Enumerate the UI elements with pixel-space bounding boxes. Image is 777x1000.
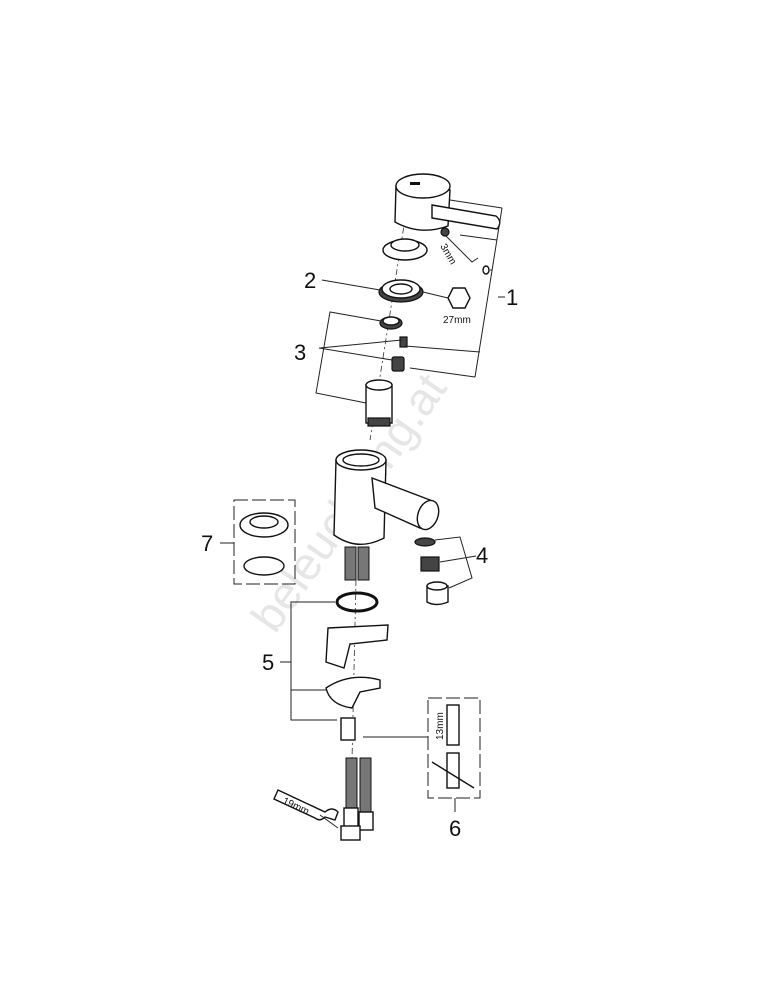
hex-nut-size-icon <box>447 287 471 309</box>
aerator-housing <box>426 585 449 606</box>
callout-2: 2 <box>304 268 316 293</box>
supply-hoses-upper <box>344 546 370 581</box>
screw <box>399 336 408 348</box>
aerator-seal <box>414 537 436 547</box>
horseshoe-washer <box>325 676 381 709</box>
cartridge <box>365 379 393 427</box>
callout-7: 7 <box>201 531 213 556</box>
foam-gasket <box>325 624 389 669</box>
callout-3: 3 <box>294 340 306 365</box>
socket-size: 13mm <box>435 712 446 740</box>
callout-1-bracket <box>404 199 505 378</box>
socket-tool <box>446 704 460 746</box>
fixing-plate <box>243 556 285 576</box>
hex-key-size: 3mm <box>437 242 458 267</box>
callout-6: 6 <box>449 816 461 841</box>
nut-size: 27mm <box>443 315 471 326</box>
callout-5: 5 <box>262 650 274 675</box>
grub-screw-and-hex-key: 3mm <box>437 227 490 275</box>
callout-7-box <box>233 499 296 585</box>
aerator-insert <box>420 556 440 572</box>
lever-handle <box>394 173 501 231</box>
adapter-ring <box>379 316 403 330</box>
callout-1: 1 <box>506 285 518 310</box>
wrench: 19mm <box>273 789 339 829</box>
callout-4: 4 <box>476 543 488 568</box>
callout-3-bracket <box>315 311 403 404</box>
cover-ring <box>382 238 428 261</box>
callout-4-bracket <box>434 536 477 589</box>
callout-6-box <box>427 697 481 799</box>
callout-5-bracket <box>280 601 337 721</box>
o-ring <box>335 591 379 613</box>
threaded-stud <box>340 717 356 741</box>
adapter <box>391 356 405 372</box>
supply-hoses-lower <box>340 757 374 841</box>
faucet-body <box>333 449 440 545</box>
cartridge-nut <box>378 279 424 303</box>
